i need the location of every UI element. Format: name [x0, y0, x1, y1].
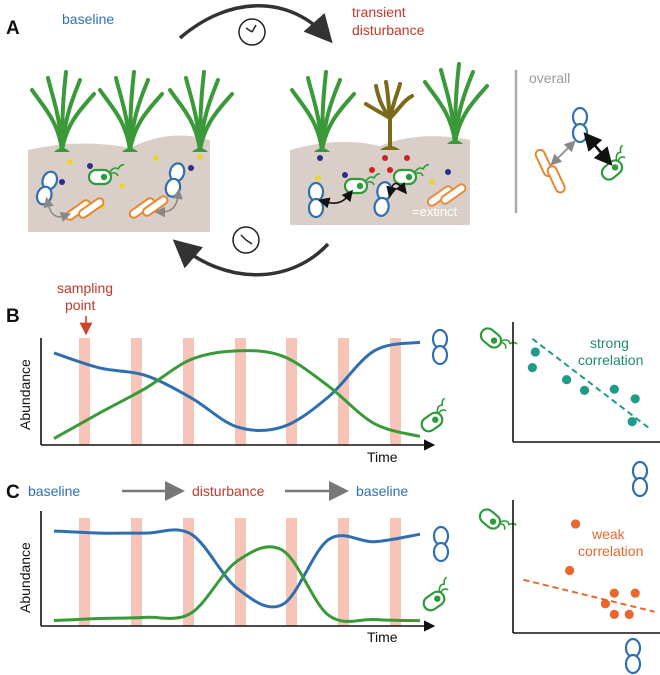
- x-axis-label: Time: [367, 449, 398, 465]
- scatter-point: [600, 599, 610, 609]
- sampling-band: [131, 338, 142, 445]
- blue-taxon-line: [53, 340, 421, 432]
- cycle-arrow-top: [178, 4, 333, 44]
- extinct-label: =extinct: [412, 204, 458, 219]
- scatter-point: [630, 394, 640, 404]
- y-axis-label: Abundance: [17, 359, 33, 430]
- panel-c-lines: [53, 528, 421, 623]
- sampling-label: sampling: [57, 280, 113, 296]
- scatter-point: [527, 363, 537, 373]
- blue-taxon-icon: [432, 525, 450, 563]
- x-axis-label: Time: [367, 629, 398, 645]
- panel-a-letter: A: [6, 18, 20, 39]
- panel-b-axes: [40, 338, 436, 451]
- sampling-band: [338, 518, 349, 626]
- transient-label: transient: [352, 4, 406, 20]
- correlation-label: correlation: [578, 352, 643, 368]
- scatter-point: [630, 588, 640, 598]
- clock-icon: [238, 18, 266, 46]
- blue-taxon-icon: [431, 328, 449, 366]
- phase-baseline-1: baseline: [28, 483, 80, 499]
- sampling-band: [79, 338, 90, 445]
- correlation-label: correlation: [578, 543, 643, 559]
- green-taxon-line: [53, 545, 421, 623]
- green-taxon-line: [53, 349, 421, 440]
- dead-plant: [364, 80, 414, 150]
- disturbance-soil: =extinct: [290, 62, 489, 225]
- trend-line: [531, 338, 653, 431]
- blue-taxon-icon: [624, 637, 642, 675]
- sampling-band: [390, 518, 401, 626]
- y-axis-label: Abundance: [17, 542, 33, 613]
- sampling-band: [131, 518, 142, 626]
- sampling-band: [183, 338, 194, 445]
- panel-b-lines: [53, 340, 421, 440]
- overall-label: overall: [529, 70, 570, 86]
- green-taxon-icon: [476, 320, 519, 360]
- panel-b-letter: B: [6, 306, 20, 327]
- blue-taxon-icon: [631, 460, 649, 498]
- panel-c-axes: [40, 511, 436, 632]
- scatter-b: [527, 338, 653, 431]
- sampling-bands: [79, 518, 401, 626]
- sampling-band: [183, 518, 194, 626]
- sampling-band: [235, 518, 246, 626]
- disturbance-label: disturbance: [352, 22, 425, 38]
- sampling-bands: [79, 338, 401, 445]
- scatter-point: [562, 375, 572, 385]
- green-taxon-icon: [475, 501, 518, 541]
- scatter-point: [530, 347, 540, 357]
- sampling-band: [235, 338, 246, 445]
- sampling-band: [79, 518, 90, 626]
- scatter-point: [565, 565, 575, 576]
- scatter-c: [523, 519, 655, 619]
- clock-icon: [232, 226, 260, 254]
- scatter-point: [624, 609, 634, 619]
- overall-network: [534, 106, 636, 194]
- scatter-point: [570, 519, 581, 529]
- scatter-c-axes: [512, 500, 660, 634]
- cycle-arrow-bottom: [172, 239, 330, 277]
- scatter-b-axes: [512, 322, 660, 443]
- trend-line: [523, 578, 655, 613]
- scatter-point: [609, 384, 619, 394]
- green-taxon-icon: [414, 397, 457, 436]
- scatter-point: [609, 588, 619, 598]
- strong-label: strong: [590, 335, 629, 351]
- baseline-soil: [28, 70, 234, 232]
- point-label: point: [65, 297, 95, 313]
- panel-c-letter: C: [6, 482, 20, 503]
- phase-baseline-2: baseline: [356, 483, 408, 499]
- sampling-band: [390, 338, 401, 445]
- baseline-label: baseline: [62, 11, 114, 27]
- sampling-band: [286, 338, 297, 445]
- scatter-point: [627, 417, 637, 427]
- green-taxon-icon: [416, 576, 459, 615]
- scatter-point: [579, 385, 590, 395]
- blue-taxon-line: [53, 528, 421, 609]
- phase-disturbance: disturbance: [192, 483, 265, 499]
- weak-label: weak: [591, 526, 626, 542]
- sampling-band: [338, 338, 349, 445]
- sampling-band: [286, 518, 297, 626]
- scatter-point: [609, 609, 619, 619]
